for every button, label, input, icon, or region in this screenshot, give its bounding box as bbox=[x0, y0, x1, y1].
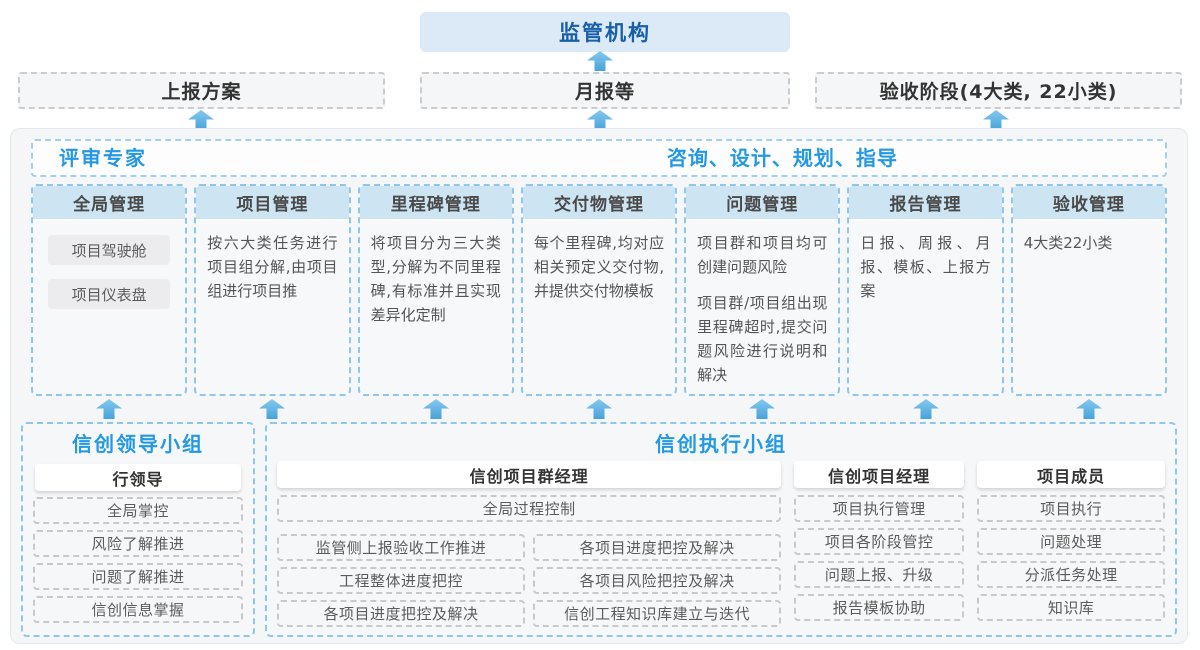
member-duty: 问题处理 bbox=[977, 528, 1166, 555]
column-issue-mgmt: 问题管理 项目群和项目均可创建问题风险 项目群/项目组出现里程碑超时,提交问题风… bbox=[684, 184, 841, 396]
member-duty: 项目执行 bbox=[977, 495, 1166, 522]
column-acceptance-mgmt: 验收管理 4大类22小类 bbox=[1010, 184, 1167, 396]
group-execution-title: 信创执行小组 bbox=[655, 432, 787, 456]
report-box-monthly: 月报等 bbox=[420, 72, 790, 109]
column-title: 项目管理 bbox=[196, 186, 349, 221]
leader-duty: 信创信息掌握 bbox=[33, 596, 243, 623]
member-duty: 分派任务处理 bbox=[977, 561, 1166, 588]
column-title: 验收管理 bbox=[1012, 186, 1165, 221]
subcol-project-member: 项目成员 项目执行 问题处理 分派任务处理 知识库 bbox=[977, 461, 1166, 627]
expert-header: 评审专家 咨询、设计、规划、指导 bbox=[31, 139, 1167, 177]
leader-duty: 风险了解推进 bbox=[33, 530, 243, 557]
pm-duty: 项目执行管理 bbox=[794, 495, 965, 522]
chip-project-dashboard: 项目仪表盘 bbox=[48, 279, 171, 309]
report-box-acceptance-label: 验收阶段(4大类, 22小类) bbox=[879, 81, 1118, 103]
up-arrow-icon bbox=[422, 399, 449, 419]
pgm-duty: 工程整体进度把控 bbox=[277, 567, 526, 594]
report-box-monthly-label: 月报等 bbox=[574, 81, 635, 103]
column-milestone-mgmt: 里程碑管理 将项目分为三大类型,分解为不同里程碑,有标准并且实现差异化定制 bbox=[357, 184, 514, 396]
column-deliverable-mgmt: 交付物管理 每个里程碑,均对应相关预定义交付物,并提供交付物模板 bbox=[520, 184, 678, 396]
role-project-manager: 信创项目经理 bbox=[794, 461, 965, 488]
regulator-box: 监管机构 bbox=[420, 12, 790, 52]
pgm-duty: 监管侧上报验收工作推进 bbox=[277, 534, 526, 561]
management-columns: 全局管理 项目驾驶舱 项目仪表盘 项目管理 按六大类任务进行项目组分解,由项目组… bbox=[31, 184, 1167, 396]
up-arrow-icon bbox=[912, 399, 939, 419]
report-box-acceptance: 验收阶段(4大类, 22小类) bbox=[815, 72, 1182, 109]
up-arrow-icon bbox=[1075, 399, 1102, 419]
column-title: 里程碑管理 bbox=[359, 186, 512, 221]
up-arrow-icon bbox=[983, 110, 1009, 130]
main-panel: 评审专家 咨询、设计、规划、指导 全局管理 项目驾驶舱 项目仪表盘 项目管理 按… bbox=[10, 128, 1188, 644]
expert-right-title: 咨询、设计、规划、指导 bbox=[666, 146, 898, 170]
pgm-duty-full: 全局过程控制 bbox=[277, 495, 782, 522]
column-paragraph: 项目群和项目均可创建问题风险 bbox=[697, 234, 828, 276]
pm-duty: 报告模板协助 bbox=[794, 594, 965, 621]
up-arrow-icon bbox=[749, 399, 776, 419]
role-project-member: 项目成员 bbox=[977, 461, 1166, 488]
regulator-label: 监管机构 bbox=[559, 21, 651, 45]
up-arrow-icon bbox=[585, 399, 612, 419]
subcol-program-manager: 信创项目群经理 全局过程控制 监管侧上报验收工作推进 各项目进度把控及解决 工程… bbox=[277, 461, 782, 627]
column-title: 报告管理 bbox=[849, 186, 1002, 221]
up-arrow-icon bbox=[259, 399, 286, 419]
column-paragraph: 项目群/项目组出现里程碑超时,提交问题风险进行说明和解决 bbox=[697, 294, 828, 384]
group-to-column-arrows bbox=[31, 396, 1167, 422]
group-leadership: 信创领导小组 行领导 全局掌控 风险了解推进 问题了解推进 信创信息掌握 bbox=[21, 422, 255, 637]
column-project-mgmt: 项目管理 按六大类任务进行项目组分解,由项目组进行项目推 bbox=[194, 184, 351, 396]
report-box-plan: 上报方案 bbox=[18, 72, 385, 109]
role-bank-leader: 行领导 bbox=[35, 464, 241, 491]
group-leadership-title: 信创领导小组 bbox=[72, 432, 204, 456]
leader-duty: 全局掌控 bbox=[33, 497, 243, 524]
column-paragraph: 每个里程碑,均对应相关预定义交付物,并提供交付物模板 bbox=[533, 234, 665, 300]
pgm-duty: 各项目进度把控及解决 bbox=[533, 534, 782, 561]
column-title: 全局管理 bbox=[33, 186, 186, 221]
up-arrow-icon bbox=[188, 110, 214, 130]
report-box-plan-label: 上报方案 bbox=[161, 81, 242, 103]
expert-left-title: 评审专家 bbox=[59, 146, 147, 170]
pgm-duty: 各项目风险把控及解决 bbox=[533, 567, 782, 594]
group-execution: 信创执行小组 信创项目群经理 全局过程控制 监管侧上报验收工作推进 各项目进度把… bbox=[265, 422, 1177, 637]
bottom-groups: 信创领导小组 行领导 全局掌控 风险了解推进 问题了解推进 信创信息掌握 信创执… bbox=[21, 422, 1177, 637]
leader-duty: 问题了解推进 bbox=[33, 563, 243, 590]
column-paragraph: 将项目分为三大类型,分解为不同里程碑,有标准并且实现差异化定制 bbox=[370, 234, 501, 324]
pm-duty: 项目各阶段管控 bbox=[794, 528, 965, 555]
column-report-mgmt: 报告管理 日报、周报、月报、模板、上报方案 bbox=[847, 184, 1004, 396]
up-arrow-icon bbox=[587, 51, 613, 71]
pm-duty: 问题上报、升级 bbox=[794, 561, 965, 588]
column-global-mgmt: 全局管理 项目驾驶舱 项目仪表盘 bbox=[31, 184, 188, 396]
chip-project-cockpit: 项目驾驶舱 bbox=[48, 235, 171, 265]
up-arrow-icon bbox=[96, 399, 123, 419]
column-paragraph: 4大类22小类 bbox=[1023, 234, 1113, 252]
column-title: 问题管理 bbox=[686, 186, 839, 221]
column-paragraph: 日报、周报、月报、模板、上报方案 bbox=[860, 234, 991, 300]
pgm-duty: 信创工程知识库建立与迭代 bbox=[533, 600, 782, 627]
column-title: 交付物管理 bbox=[522, 186, 676, 221]
column-paragraph: 按六大类任务进行项目组分解,由项目组进行项目推 bbox=[207, 234, 338, 300]
role-program-manager: 信创项目群经理 bbox=[277, 461, 782, 488]
up-arrow-icon bbox=[587, 110, 613, 130]
pgm-duty: 各项目进度把控及解决 bbox=[277, 600, 526, 627]
member-duty: 知识库 bbox=[977, 594, 1166, 621]
subcol-project-manager: 信创项目经理 项目执行管理 项目各阶段管控 问题上报、升级 报告模板协助 bbox=[794, 461, 965, 627]
